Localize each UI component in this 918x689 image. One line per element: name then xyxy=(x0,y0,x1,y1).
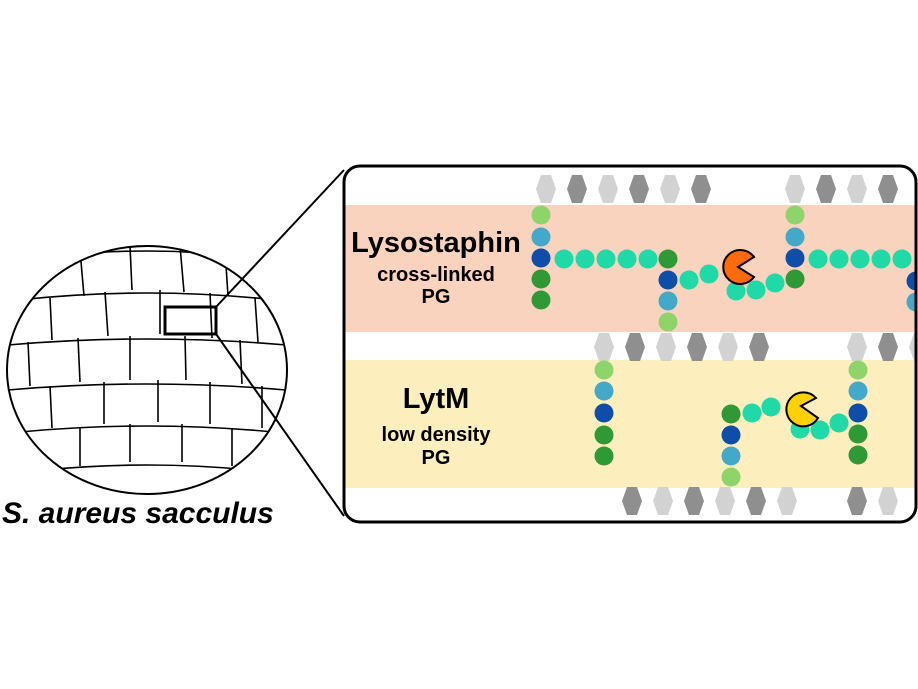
lysostaphin-enzyme-icon xyxy=(722,249,756,285)
zoom-line xyxy=(215,333,345,517)
lytm-title: LytM xyxy=(402,383,470,415)
zoom-line xyxy=(215,169,345,308)
stem-peptide xyxy=(906,271,916,312)
zoom-box xyxy=(163,305,218,336)
sacculus xyxy=(6,169,345,517)
pentaglycine-bridge xyxy=(808,249,912,269)
stem-peptide xyxy=(848,360,868,465)
panel-border xyxy=(342,164,918,524)
lytm-subtitle-line2: PG xyxy=(421,447,451,469)
pentaglycine-bridge xyxy=(742,397,849,440)
lysostaphin-subtitle-line2: PG xyxy=(421,286,451,308)
lysostaphin-title: Lysostaphin xyxy=(351,227,521,259)
stem-peptide xyxy=(594,360,614,466)
sacculus-caption: S. aureus sacculus xyxy=(2,497,274,530)
glycan-strand-top xyxy=(536,175,898,203)
stem-peptide xyxy=(721,404,741,487)
lysostaphin-subtitle-line1: cross-linked xyxy=(377,264,495,286)
pentaglycine-bridge xyxy=(679,264,785,301)
zoom-panel xyxy=(342,164,918,524)
stem-peptide xyxy=(531,205,551,310)
stem-peptide xyxy=(785,205,805,289)
glycan-strand-bottom xyxy=(622,487,898,515)
glycan-strand-middle xyxy=(594,333,916,361)
stem-peptide xyxy=(658,249,678,332)
pentaglycine-bridge xyxy=(554,249,658,269)
lytm-subtitle-line1: low density xyxy=(381,424,491,446)
lytm-enzyme-icon xyxy=(785,391,820,428)
lysostaphin-band xyxy=(344,205,916,332)
